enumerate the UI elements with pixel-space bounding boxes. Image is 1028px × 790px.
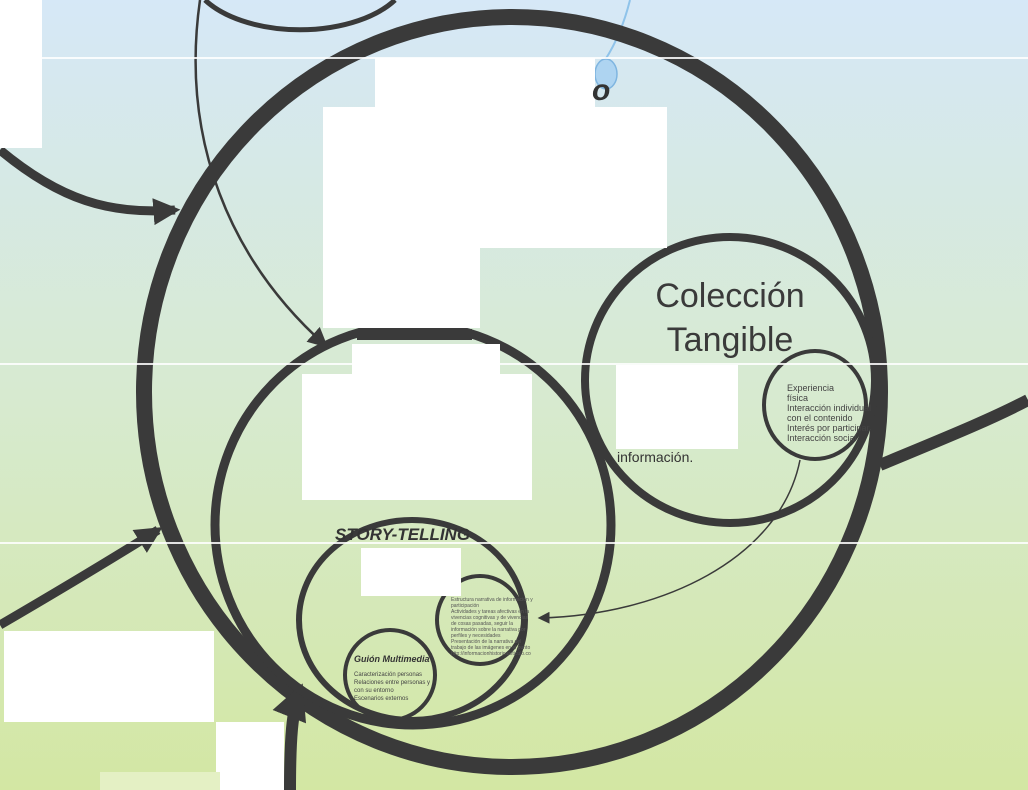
experiencia-item: Interacción social [787, 433, 857, 443]
coleccion-title: Colección Tangible [620, 274, 840, 362]
mask-center [302, 374, 532, 500]
experiencia-item: con el contenido [787, 413, 853, 423]
top-partial-ring [203, 0, 397, 33]
path-left-top [0, 146, 181, 226]
coleccion-ring [581, 233, 879, 527]
mask-bottom [216, 722, 284, 790]
mask-right [616, 365, 738, 449]
path-bottom [272, 683, 307, 790]
guion-title: Guión Multimedia [354, 654, 430, 664]
coleccion-line2: Tangible [666, 321, 794, 359]
mask-bottom-left [4, 631, 214, 722]
small-text-line: trabajo de las imágenes en el punto [451, 645, 531, 651]
story-telling-title: STORY-TELLING [335, 525, 471, 544]
guion-item: Caracterización personas [354, 672, 423, 678]
experiencia-item: física [787, 393, 809, 403]
path-left-bottom [0, 526, 163, 629]
informacion-label: información. [617, 449, 694, 465]
mask-upper-left [323, 248, 480, 328]
mask-mid [352, 344, 500, 374]
experiencia-item: Interacción individual [787, 403, 872, 413]
experiencia-item: Interés por participar [787, 423, 870, 433]
connector-experiencia-to-story [537, 459, 801, 624]
experiencia-list: Experiencia física Interacción individua… [787, 383, 871, 443]
mask-top [375, 58, 595, 108]
path-right [877, 394, 1028, 471]
small-text-line: http://informacionhistoricaarticulo.co [451, 651, 531, 657]
guion-list: Caracterización personas Relaciones entr… [354, 671, 430, 703]
small-text-line: participación [451, 603, 480, 609]
guion-item: Escenarios externos [354, 696, 409, 702]
black-bar [357, 329, 472, 340]
seam-3 [0, 542, 1028, 544]
small-text-line: Estructura narrativa de información y [451, 597, 533, 603]
blue-drop [594, 58, 618, 90]
coleccion-line1: Colección [655, 277, 805, 315]
small-circle-text: Estructura narrativa de información y pa… [451, 597, 533, 657]
mask-top-left [0, 0, 42, 148]
small-text-line: Actividades y tareas afectivas en la [451, 609, 530, 615]
connector-top-to-inner [194, 0, 328, 348]
small-ring-right [435, 574, 525, 666]
experiencia-item: Experiencia [787, 383, 835, 393]
small-text-line: perfiles y necesidades [451, 633, 501, 639]
mask-story [361, 548, 461, 596]
outer-ring [136, 9, 888, 775]
mask-bottom-strip [100, 772, 220, 790]
guion-item: Relaciones entre personas y [354, 680, 431, 686]
experiencia-ring [762, 349, 868, 461]
small-text-line: Presentación de la narrativa del [451, 639, 522, 645]
top-letter: o [592, 74, 611, 107]
guion-item: con su entorno [354, 688, 394, 694]
seam-1 [0, 57, 1028, 59]
mask-upper [323, 107, 667, 248]
small-ring-guion [343, 628, 437, 722]
small-text-line: de cosas pasadas, seguir la [451, 621, 513, 627]
small-text-line: información sobre la narrativa por [451, 627, 526, 633]
seam-2 [0, 363, 1028, 365]
small-text-line: vivencias cognitivas y de vivencias [451, 615, 528, 621]
